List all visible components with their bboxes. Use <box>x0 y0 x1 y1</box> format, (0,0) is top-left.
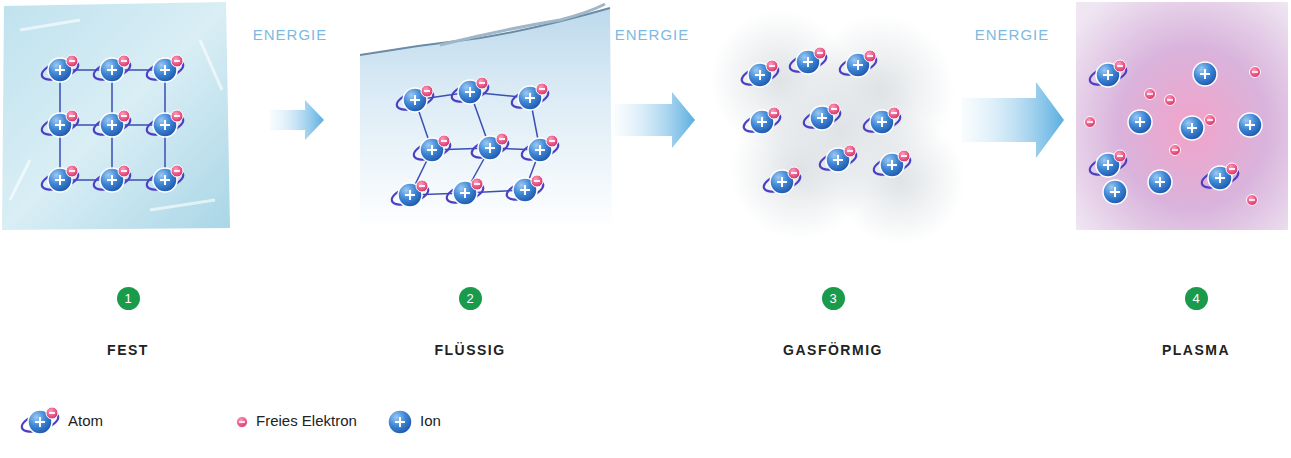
callout-number-text: 4 <box>1192 292 1199 305</box>
state-name: FEST <box>107 342 149 358</box>
callout-number: 1 <box>117 287 140 310</box>
callout-number-text: 3 <box>829 292 836 305</box>
state-name: PLASMA <box>1162 342 1230 358</box>
callout-number: 2 <box>459 287 482 310</box>
callout-number-text: 1 <box>124 292 131 305</box>
callout-number: 3 <box>822 287 845 310</box>
legend-text: Freies Elektron <box>256 412 357 429</box>
energy-arrow <box>270 100 324 140</box>
energy-label: ENERGIE <box>975 26 1050 43</box>
legend-atom-sample <box>19 407 60 435</box>
state-name: GASFÖRMIG <box>783 342 883 358</box>
legend-electron-sample <box>237 417 248 428</box>
legend-text: Atom <box>68 412 103 429</box>
energy-label: ENERGIE <box>253 26 328 43</box>
energy-label: ENERGIE <box>615 26 690 43</box>
legend-text: Ion <box>420 412 441 429</box>
plasma-panel <box>1076 2 1288 230</box>
state-name: FLÜSSIG <box>434 342 505 358</box>
energy-arrow <box>615 92 695 148</box>
solid-panel <box>2 2 230 230</box>
legend-ion-sample <box>388 410 412 434</box>
callout-number: 4 <box>1185 287 1208 310</box>
callout-number-text: 2 <box>466 292 473 305</box>
liquid-panel <box>360 4 612 230</box>
gas-panel <box>710 10 965 245</box>
energy-arrow <box>962 82 1064 158</box>
